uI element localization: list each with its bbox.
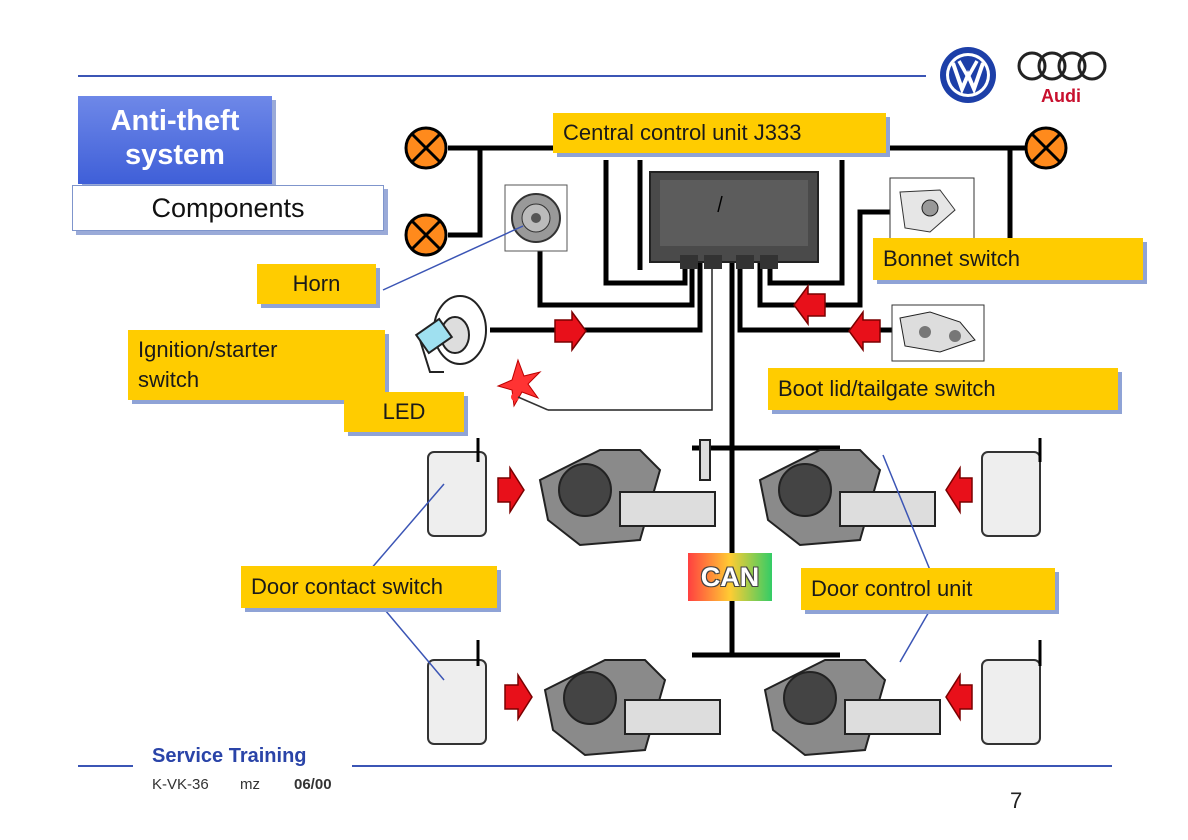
footer-date: 06/00 bbox=[294, 776, 332, 793]
central-control-unit-label: Central control unit J333 bbox=[553, 113, 886, 153]
footer-author: mz bbox=[240, 776, 260, 793]
top-rule bbox=[78, 75, 926, 77]
door-contact-switch-label: Door contact switch bbox=[241, 566, 497, 608]
page-number: 7 bbox=[1010, 788, 1023, 813]
can-bus-badge: CAN bbox=[688, 553, 772, 601]
bonnet-switch-label: Bonnet switch bbox=[873, 238, 1143, 280]
footer-rule-right bbox=[352, 765, 1112, 767]
footer-service-training: Service Training bbox=[152, 745, 307, 767]
subtitle-box: Components bbox=[72, 185, 384, 231]
door-control-unit-label: Door control unit bbox=[801, 568, 1055, 610]
led-label: LED bbox=[344, 392, 464, 432]
vw-logo bbox=[940, 47, 996, 103]
ignition-switch-label: Ignition/starter switch bbox=[128, 330, 385, 400]
page-subtitle: Components bbox=[151, 192, 305, 223]
footer-code: K-VK-36 bbox=[152, 776, 209, 793]
footer-rule-left bbox=[78, 765, 133, 767]
page-title: Anti-theft system bbox=[110, 105, 240, 171]
audi-logo: Audi bbox=[1017, 51, 1107, 106]
svg-text:Audi: Audi bbox=[1041, 86, 1081, 106]
boot-switch-label: Boot lid/tailgate switch bbox=[768, 368, 1118, 410]
title-box: Anti-theft system bbox=[78, 96, 272, 184]
horn-label: Horn bbox=[257, 264, 376, 304]
